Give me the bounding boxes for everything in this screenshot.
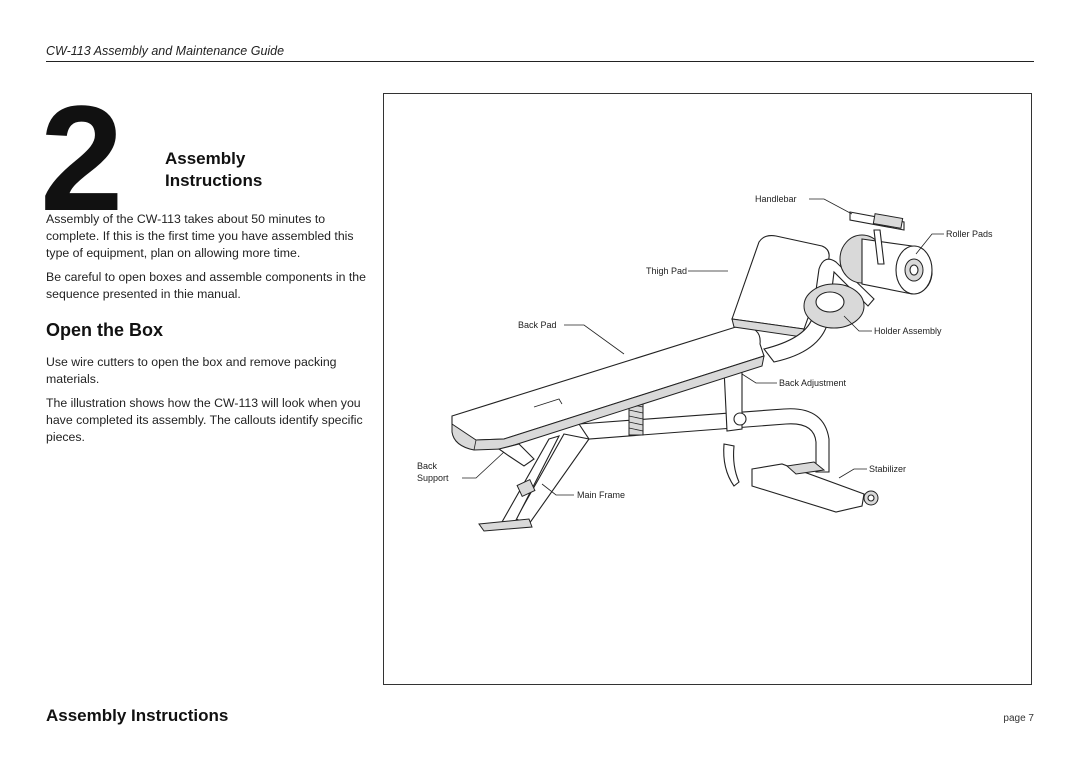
callout-stabilizer: Stabilizer bbox=[869, 464, 906, 474]
back-support bbox=[497, 443, 535, 467]
chapter-title-line1: Assembly bbox=[165, 149, 246, 168]
stabilizer-top bbox=[785, 461, 826, 475]
bench-illustration-figure: Handlebar Roller Pads Thigh Pad Back Pad… bbox=[383, 93, 1032, 685]
intro-paragraph-1: Assembly of the CW-113 takes about 50 mi… bbox=[46, 212, 354, 260]
callout-thigh-pad: Thigh Pad bbox=[646, 266, 687, 276]
frame-label-plate bbox=[516, 478, 536, 498]
callout-roller-pads: Roller Pads bbox=[946, 229, 993, 239]
guide-title: CW-113 Assembly and Maintenance Guide bbox=[46, 44, 285, 58]
open-box-paragraph-1: Use wire cutters to open the box and rem… bbox=[46, 355, 337, 386]
callouts: Handlebar Roller Pads Thigh Pad Back Pad… bbox=[417, 194, 993, 500]
chapter-title-line2: Instructions bbox=[165, 171, 263, 190]
back-pad-side bbox=[451, 355, 765, 451]
open-box-paragraph-2: The illustration shows how the CW-113 wi… bbox=[46, 396, 363, 444]
chapter-title: Assembly Instructions bbox=[165, 148, 262, 192]
callout-handlebar: Handlebar bbox=[755, 194, 797, 204]
chapter-number: 2 bbox=[40, 74, 123, 242]
callout-back-pad: Back Pad bbox=[518, 320, 557, 330]
adjustment-bracket bbox=[723, 443, 740, 487]
callout-main-frame: Main Frame bbox=[577, 490, 625, 500]
callout-back-adjustment: Back Adjustment bbox=[779, 378, 847, 388]
footer-section-title: Assembly Instructions bbox=[46, 706, 229, 725]
callout-back-support-line1: Back bbox=[417, 461, 438, 471]
main-frame bbox=[578, 408, 830, 473]
bench-illustration: Handlebar Roller Pads Thigh Pad Back Pad… bbox=[417, 194, 993, 532]
stabilizer bbox=[751, 463, 865, 513]
intro-paragraph-2: Be careful to open boxes and assemble co… bbox=[46, 270, 366, 301]
section-heading-open-box: Open the Box bbox=[46, 320, 164, 340]
callout-back-support-line2: Support bbox=[417, 473, 449, 483]
header-rule bbox=[46, 61, 1034, 62]
page-number: page 7 bbox=[1003, 713, 1034, 724]
front-foot bbox=[478, 518, 533, 532]
callout-holder-assembly: Holder Assembly bbox=[874, 326, 942, 336]
